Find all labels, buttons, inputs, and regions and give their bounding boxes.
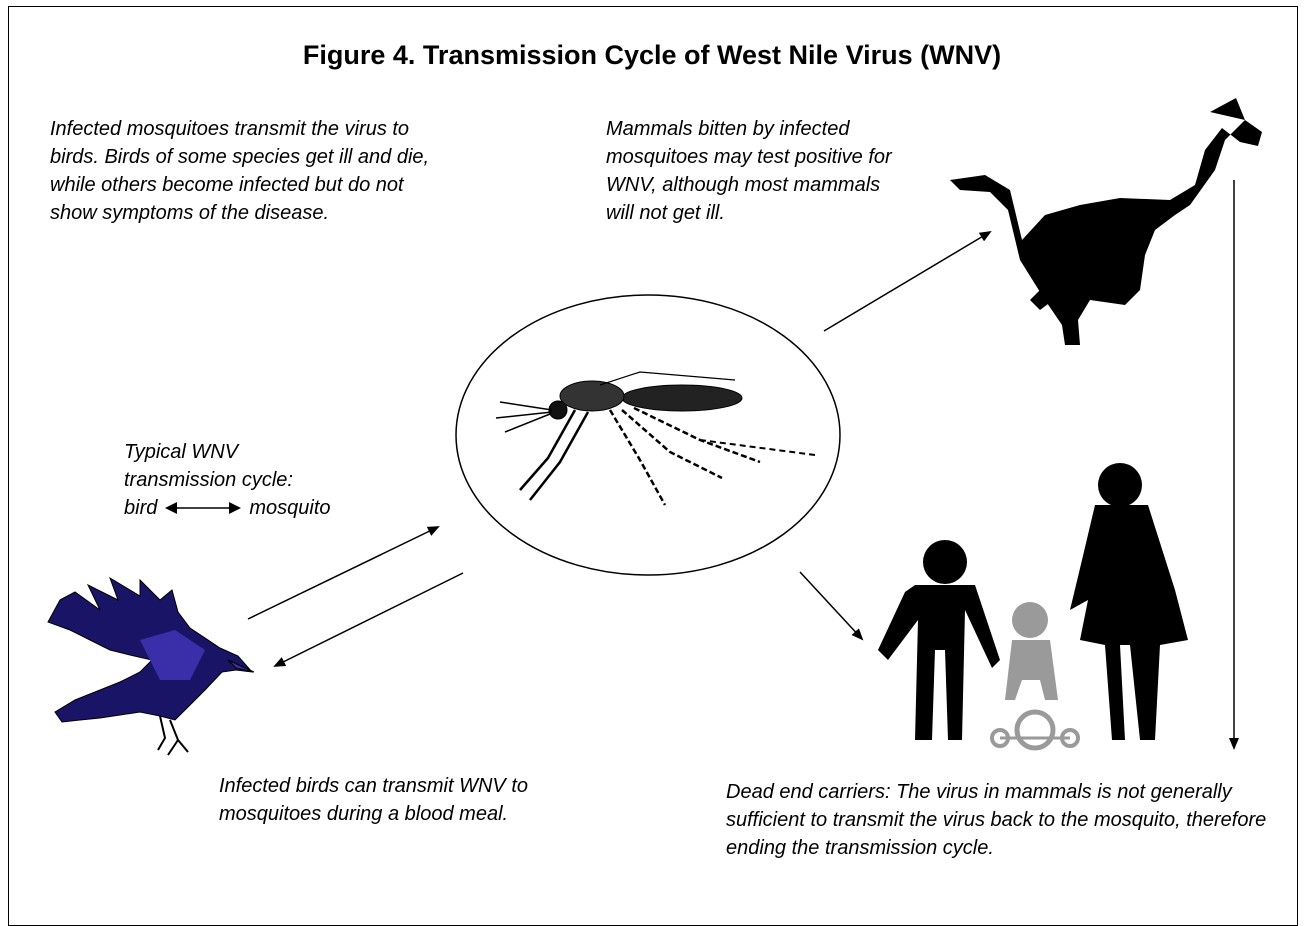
family-silhouette — [878, 463, 1188, 748]
adult-right-silhouette — [1070, 463, 1188, 740]
mosquito-illustration — [496, 372, 815, 505]
crow-illustration — [48, 578, 254, 755]
arrow-bird-to-mosquito — [248, 527, 438, 619]
horse-silhouette — [950, 98, 1262, 345]
arrow-mosquito-to-bird — [275, 573, 463, 666]
arrow-to-family — [800, 572, 862, 639]
child-on-bike-silhouette — [992, 602, 1078, 748]
adult-left-silhouette — [878, 540, 1000, 740]
mosquito-ellipse — [456, 295, 840, 575]
arrow-to-horse — [824, 232, 990, 331]
